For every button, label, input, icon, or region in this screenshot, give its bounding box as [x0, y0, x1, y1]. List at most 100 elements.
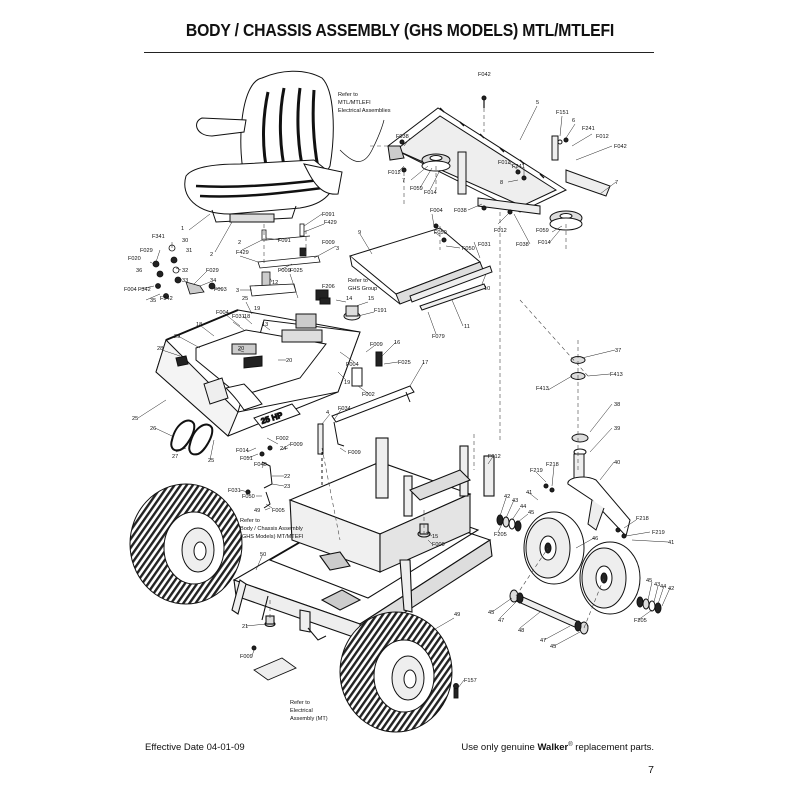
callout-label: F005 [272, 508, 285, 514]
note-line: Refer to [348, 278, 368, 284]
callout-label: 20 [286, 358, 292, 364]
callout-label: 44 [660, 584, 666, 590]
notice-prefix: Use only genuine [461, 742, 538, 754]
callout-label: 20 [238, 346, 244, 352]
callout-label: 21 [242, 624, 248, 630]
registered-mark: ® [568, 742, 573, 748]
callout-label: F014 [424, 190, 437, 196]
drive-belts [170, 419, 214, 456]
callout-label: F009 [370, 342, 383, 348]
callout-label: F002 [362, 392, 375, 398]
caster-wheel-upper [523, 511, 585, 585]
callout-label: F151 [556, 110, 569, 116]
callout-label: 18 [244, 314, 250, 320]
callout-label: F012 [596, 134, 609, 140]
callout-label: 34 [210, 278, 216, 284]
callout-label: F050 [434, 230, 447, 236]
callout-label: F205 [634, 618, 647, 624]
callout-label: 49 [254, 508, 260, 514]
callout-label: 22 [284, 474, 290, 480]
effective-date: Effective Date 04-01-09 [145, 742, 245, 753]
callout-label: 17 [422, 360, 428, 366]
callout-label: 48 [518, 628, 524, 634]
callout-label: F009 [322, 240, 335, 246]
callout-label: F031 [228, 488, 241, 494]
callout-label: 13 [262, 322, 268, 328]
main-body-shell: 25 HP [155, 289, 415, 447]
callout-label: F191 [374, 308, 387, 314]
callout-label: F241 [582, 126, 595, 132]
callout-label: F413 [610, 372, 623, 378]
callout-label: 38 [614, 402, 620, 408]
callout-label: F341 [152, 234, 165, 240]
callout-label: F038 [516, 242, 529, 248]
note-line: Refer to [290, 700, 310, 706]
callout-label: 36 [136, 268, 142, 274]
callout-label: 18 [196, 322, 202, 328]
callout-label: F429 [236, 250, 249, 256]
rear-tire-right [339, 611, 453, 733]
callout-label: F009 [278, 268, 291, 274]
note-line: GHS Group [348, 286, 377, 292]
callout-label: 15 [432, 534, 438, 540]
callout-label: F004 [124, 287, 137, 293]
callout-label: F009 [348, 450, 361, 456]
note-line: Electrical [290, 708, 313, 714]
callout-label: 28 [157, 346, 163, 352]
callout-label: 41 [668, 540, 674, 546]
rear-body-panel [348, 223, 493, 311]
callout-label: F042 [478, 72, 491, 78]
callout-label: 49 [454, 612, 460, 618]
callout-label: 50 [260, 552, 266, 558]
callout-label: F342 [138, 287, 151, 293]
callout-label: 1 [181, 226, 184, 232]
callout-label: 46 [592, 536, 598, 542]
callout-label: 44 [520, 504, 526, 510]
callout-label: F038 [454, 208, 467, 214]
callout-label: 8 [500, 180, 503, 186]
callout-label: 45 [646, 578, 652, 584]
callout-label: F050 [462, 246, 475, 252]
callout-label: 39 [614, 426, 620, 432]
callout-label: 47 [498, 618, 504, 624]
page-title: BODY / CHASSIS ASSEMBLY (GHS MODELS) MTL… [185, 20, 615, 40]
note-line: Body / Chassis Assembly [240, 526, 303, 532]
callout-label: 10 [484, 286, 490, 292]
linkage-parts [245, 423, 324, 509]
callout-label: F014 [538, 240, 551, 246]
callout-label: F020 [128, 256, 141, 262]
rear-tire-left [129, 483, 243, 605]
callout-label: 6 [572, 118, 575, 124]
reference-note-electrical-mtl: Refer to MTL/MTLEFI Electrical Assemblie… [338, 92, 391, 114]
callout-label: F218 [546, 462, 559, 468]
callout-label: 25 [208, 458, 214, 464]
callout-label: F093 [214, 287, 227, 293]
note-line: Electrical Assemblies [338, 108, 391, 114]
callout-label: F218 [636, 516, 649, 522]
callout-label: 4 [326, 410, 329, 416]
callout-label: F429 [324, 220, 337, 226]
note-line: Refer to [240, 518, 260, 524]
callout-label: F029 [140, 248, 153, 254]
callout-label: 43 [654, 582, 660, 588]
seat-assembly [184, 70, 385, 223]
callout-label: 45 [528, 510, 534, 516]
callout-label: F013 [498, 160, 511, 166]
callout-label: 12 [272, 280, 278, 286]
callout-label: 3 [336, 246, 339, 252]
callout-label: 33 [182, 278, 188, 284]
callout-label: F004 [216, 310, 229, 316]
callout-label: F012 [388, 170, 401, 176]
callout-label: F002 [276, 436, 289, 442]
callout-label: 9 [358, 230, 361, 236]
callout-label: 42 [504, 494, 510, 500]
reference-note-body-chassis: Refer to Body / Chassis Assembly (GHS Mo… [240, 518, 304, 540]
note-line: (GHS Models) MT/MTEFI [240, 534, 304, 540]
callout-label: 2 [210, 252, 213, 258]
assembly-center-lines [263, 108, 605, 629]
callout-label: 32 [182, 268, 188, 274]
reference-note-ghs-group: Refer to GHS Group [348, 278, 377, 292]
callout-label: 41 [526, 490, 532, 496]
callout-label: F040 [254, 462, 267, 468]
callout-label: 45 [550, 644, 556, 650]
